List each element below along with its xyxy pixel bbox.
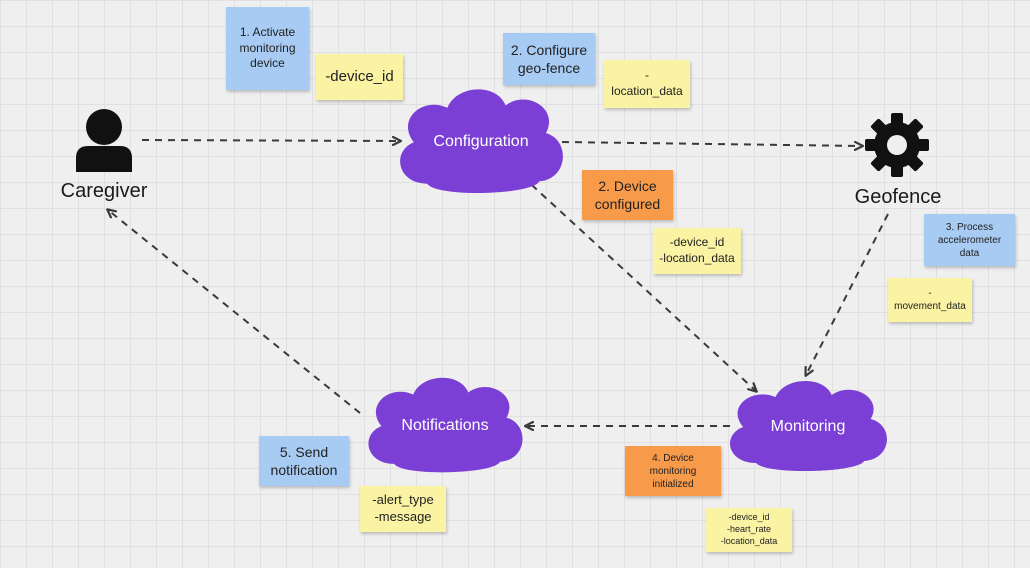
- note-process-accelerometer[interactable]: 3. Process accelerometer data: [924, 214, 1015, 266]
- note-location-data[interactable]: - location_data: [604, 60, 690, 108]
- arrow-caregiver-to-configuration: [141, 140, 400, 141]
- gear-icon: [865, 113, 929, 177]
- monitoring-label: Monitoring: [770, 418, 846, 435]
- note-notification-params[interactable]: -alert_type -message: [360, 486, 446, 532]
- person-icon: [76, 109, 132, 172]
- note-device-id[interactable]: -device_id: [316, 54, 403, 100]
- cloud-monitoring[interactable]: [730, 380, 887, 472]
- arrow-configuration-to-geofence: [561, 142, 862, 146]
- note-movement-data[interactable]: - movement_data: [888, 278, 972, 322]
- arrow-geofence-to-monitoring: [806, 213, 889, 375]
- cloud-configuration[interactable]: [400, 89, 563, 193]
- note-monitoring-params[interactable]: -device_id -heart_rate -location_data: [706, 508, 792, 552]
- note-monitoring-initialized[interactable]: 4. Device monitoring initialized: [625, 446, 721, 496]
- geofence-label: Geofence: [854, 186, 942, 208]
- configuration-label: Configuration: [433, 133, 529, 150]
- note-configure-geofence[interactable]: 2. Configure geo-fence: [503, 33, 595, 85]
- note-configured-params[interactable]: -device_id -location_data: [653, 228, 741, 274]
- notifications-label: Notifications: [401, 417, 489, 434]
- note-send-notification[interactable]: 5. Send notification: [259, 436, 349, 486]
- note-activate-device[interactable]: 1. Activate monitoring device: [226, 7, 309, 90]
- arrow-configuration-to-monitoring: [521, 175, 756, 391]
- arrow-notifications-to-caregiver: [108, 210, 361, 414]
- cloud-notifications[interactable]: [368, 377, 523, 473]
- note-device-configured[interactable]: 2. Device configured: [582, 170, 673, 220]
- caregiver-label: Caregiver: [60, 180, 148, 202]
